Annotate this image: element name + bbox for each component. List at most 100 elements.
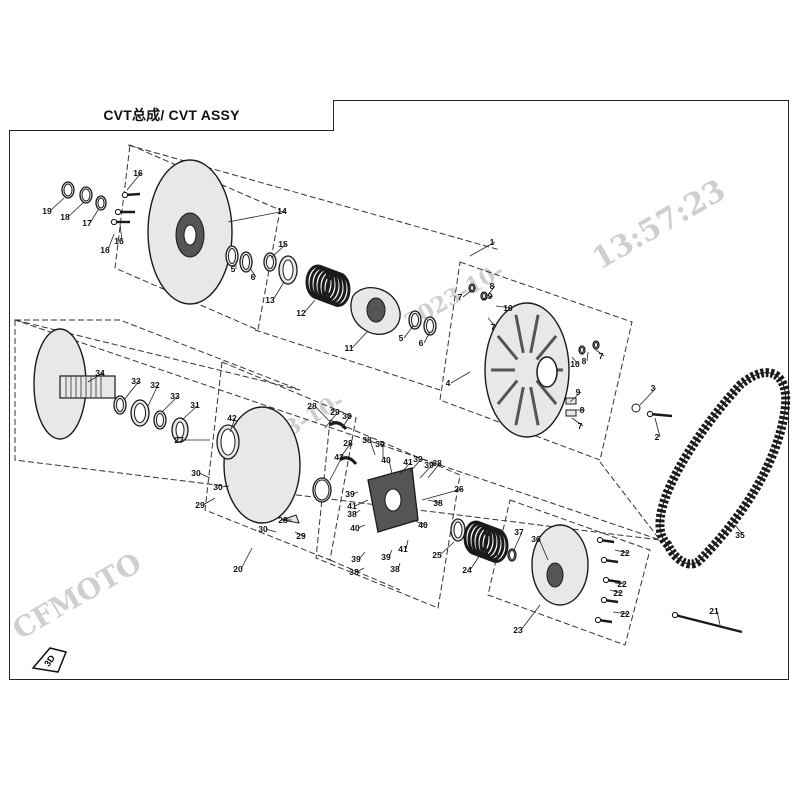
callout-label: 13 (265, 295, 275, 305)
shaft-34 (59, 375, 116, 399)
callout-label: 38 (432, 458, 442, 468)
leader-line (469, 241, 496, 257)
leader-line (352, 491, 359, 495)
callout-label: 43 (334, 452, 344, 462)
cover-rib (529, 386, 540, 426)
leader-line (513, 531, 523, 551)
callout-label: 39 (375, 439, 385, 449)
callout-label: 30 (191, 468, 201, 478)
leader-line (481, 295, 494, 301)
leader-line (356, 567, 365, 573)
cover-rib (514, 314, 525, 354)
callout-label: 16 (100, 245, 110, 255)
washer-19-bore (63, 183, 73, 197)
leader-line (423, 331, 431, 344)
leader-line (427, 499, 442, 504)
callout-label: 29 (296, 531, 306, 541)
3d-view-badge: 3D (31, 647, 68, 673)
callout-label: 32 (150, 380, 160, 390)
leader-line (469, 554, 481, 571)
leader-line (654, 417, 661, 438)
callout-label: 41 (398, 544, 408, 554)
cover-rib (535, 334, 558, 361)
cover-rib (529, 314, 540, 354)
watermark-time: 13:57:23 (587, 173, 732, 277)
leader-line (240, 547, 253, 570)
callout-label: 21 (709, 606, 719, 616)
leader-line (89, 209, 99, 224)
ring-15-bore (266, 255, 274, 269)
cover-rib (535, 379, 558, 406)
bushing-42-bore (220, 428, 236, 456)
callout-label: 33 (131, 376, 141, 386)
callout-label: 36 (531, 534, 541, 544)
cover-rib (496, 379, 519, 406)
ring-37-bore (509, 550, 515, 560)
callout-label: 16 (133, 168, 143, 178)
bushing-31-bore (175, 421, 185, 439)
cam-hub (384, 488, 402, 512)
leader-line (397, 562, 401, 570)
callout-label: 30 (258, 524, 268, 534)
callout-label: 40 (381, 455, 391, 465)
callout-label: 8 (490, 281, 495, 291)
diagram-frame (9, 100, 789, 680)
washer-3 (631, 403, 641, 413)
callout-label: 7 (578, 421, 583, 431)
group-outline (329, 559, 401, 591)
group-outline (439, 261, 633, 461)
callout-labels: 1234556677778889910101112131415161616171… (42, 168, 745, 635)
callout-label: 7 (458, 292, 463, 302)
callout-label: 30 (213, 482, 223, 492)
callout-label: 23 (513, 625, 523, 635)
roller-28b (339, 456, 358, 465)
drive-cover (484, 302, 570, 438)
leader-line (303, 299, 316, 314)
group-outline (599, 461, 661, 541)
callout-label: 33 (170, 391, 180, 401)
leader-line (249, 267, 257, 278)
callout-label: 22 (620, 548, 630, 558)
leader-line (107, 233, 115, 251)
leader-line (67, 201, 85, 218)
nut-8-bore (470, 285, 474, 291)
spring-12 (325, 272, 351, 307)
leader-line (612, 611, 629, 615)
bolt-22-head (602, 576, 610, 584)
bolt-22-head (600, 556, 608, 564)
leader-line (609, 589, 622, 594)
callout-label: 41 (347, 501, 357, 511)
bolt-21-head (671, 611, 679, 619)
bolt-16b-head (114, 208, 122, 216)
washer-17-bore (97, 197, 105, 209)
bearing-5-bore (228, 248, 236, 264)
callout-label: 39 (351, 554, 361, 564)
leader-line (227, 210, 286, 223)
leader-line (202, 497, 216, 506)
callout-label: 2 (655, 432, 660, 442)
callout-label: 38 (362, 435, 372, 445)
callout-label: 22 (613, 588, 623, 598)
leader-line (639, 387, 657, 406)
leader-line (339, 442, 352, 459)
callout-label: 38 (433, 498, 443, 508)
ring-33b-bore (156, 413, 164, 427)
washer-6b-bore (426, 319, 434, 333)
leader-line (411, 519, 427, 526)
group-outline (14, 319, 661, 541)
roller-28 (329, 421, 348, 430)
callout-label: 10 (570, 359, 580, 369)
leader-line (147, 384, 159, 407)
sheave-hub-bore (183, 224, 197, 246)
bolt-2-head (646, 410, 654, 418)
callout-label: 10 (503, 303, 513, 313)
bolt-22-head (596, 536, 604, 544)
group-outline (487, 499, 651, 646)
parts (33, 159, 791, 634)
leader-line (357, 524, 366, 529)
leader-line (405, 539, 409, 550)
movable-driven-sheave (223, 406, 301, 524)
group-outline (14, 319, 301, 391)
